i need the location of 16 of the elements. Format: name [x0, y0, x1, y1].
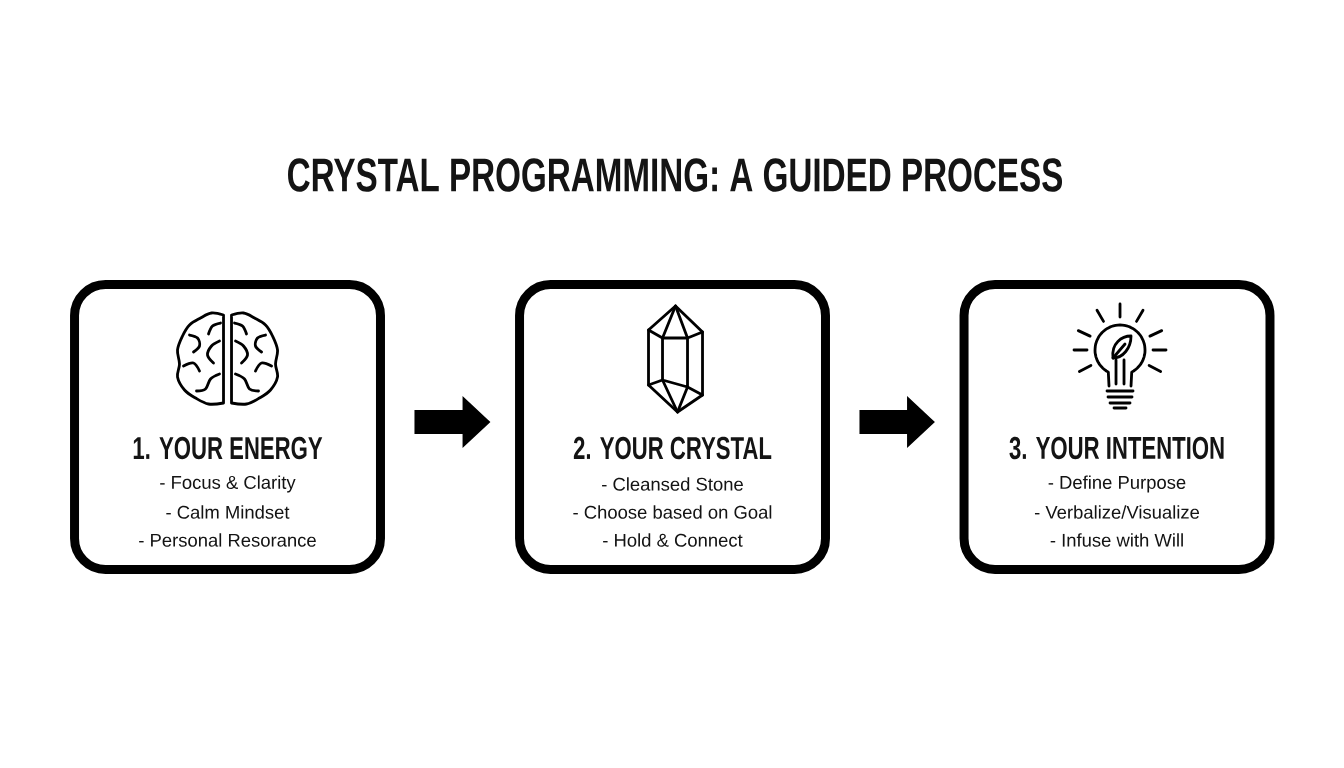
bullet-item: - Infuse with Will — [1050, 533, 1183, 547]
bullet-item: - Hold & Connect — [603, 533, 743, 547]
step-heading: 2. YOUR CRYSTAL — [573, 436, 772, 460]
bullet-item: - Focus & Clarity — [160, 475, 296, 493]
step-heading: 1. YOUR ENERGY — [133, 436, 323, 460]
title: CRYSTAL PROGRAMMING: A GUIDED PROCESS — [288, 158, 1063, 192]
step-card — [70, 280, 385, 574]
step-heading: 3. YOUR INTENTION — [1009, 436, 1224, 460]
bullet-item: - Choose based on Goal — [573, 505, 772, 519]
bullet-item: - Define Purpose — [1048, 475, 1186, 493]
bullet-item: - Calm Mindset — [166, 505, 290, 519]
bullet-item: - Cleansed Stone — [602, 477, 743, 491]
step-card — [959, 280, 1275, 574]
bullet-item: - Personal Resorance — [139, 533, 316, 547]
bullet-item: - Verbalize/Visualize — [1034, 505, 1200, 519]
step-card — [515, 280, 830, 574]
